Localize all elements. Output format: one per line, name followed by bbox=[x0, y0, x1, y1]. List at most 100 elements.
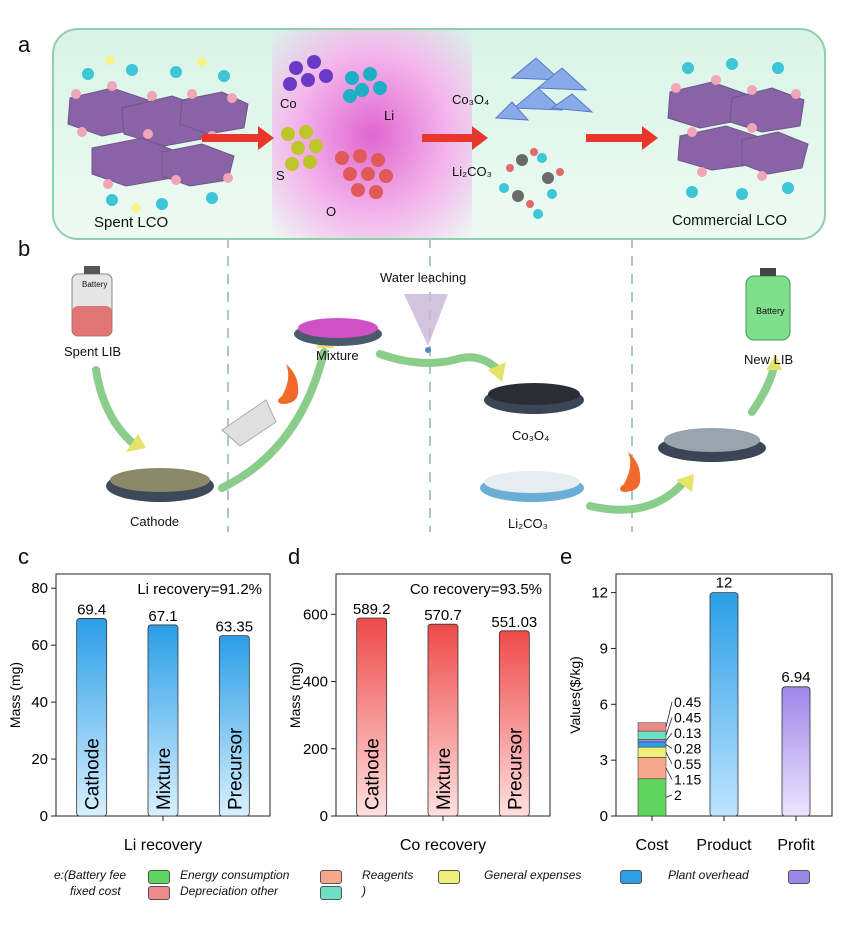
spent-lco-crystal bbox=[67, 55, 249, 213]
legend-label-general: General expenses bbox=[484, 868, 582, 882]
cathode-label: Cathode bbox=[130, 514, 180, 529]
y-tick-label-e-1: 3 bbox=[600, 752, 608, 769]
y-tick-label-c-0: 0 bbox=[40, 808, 48, 825]
legend-prefix: e:(Battery fee bbox=[54, 868, 127, 882]
bar-c-cathode bbox=[76, 618, 108, 817]
x-axis-label-c: Li recovery bbox=[124, 837, 202, 854]
li2co3-dish bbox=[480, 471, 584, 502]
legend-prefix-2: fixed cost bbox=[70, 884, 121, 898]
s-atom-label: S bbox=[276, 168, 285, 183]
final-dish bbox=[658, 428, 766, 462]
legend-label-reagents: Reagents bbox=[362, 868, 414, 882]
cost-leader-6 bbox=[665, 701, 673, 728]
co3o4-dish bbox=[484, 383, 584, 414]
o-atom-label: O bbox=[326, 204, 337, 219]
flame-icons bbox=[278, 364, 641, 492]
legend-swatch-overhead bbox=[620, 870, 642, 884]
li-atom-label: Li bbox=[384, 108, 395, 123]
bar-category-c-0: Cathode bbox=[83, 738, 104, 810]
cost-leader-4 bbox=[665, 732, 673, 741]
new-lib-label: New LIB bbox=[744, 352, 794, 367]
cost-segment-5 bbox=[637, 730, 667, 740]
spent-battery bbox=[71, 266, 113, 337]
cost-leader-2 bbox=[665, 752, 673, 765]
spent-lco-label: Spent LCO bbox=[94, 214, 169, 231]
cost-segment-1 bbox=[637, 757, 667, 780]
x-category-e-1: Product bbox=[696, 837, 752, 854]
panel-label-d: d bbox=[288, 544, 301, 569]
cost-segment-4 bbox=[637, 739, 667, 743]
y-tick-label-d-0: 0 bbox=[320, 808, 328, 825]
panel-label-e: e bbox=[560, 544, 573, 569]
y-tick-label-d-3: 600 bbox=[303, 606, 328, 623]
value-label-c-1: 67.1 bbox=[148, 608, 177, 625]
cost-value-label-5: 0.45 bbox=[674, 710, 701, 726]
crucible bbox=[221, 399, 277, 447]
panel-b-art bbox=[71, 238, 791, 532]
y-axis-label-c: Mass (mg) bbox=[7, 662, 23, 728]
co3o4-label-a: Co₃O₄ bbox=[452, 92, 490, 107]
cost-value-label-0: 2 bbox=[674, 787, 682, 803]
cost-segment-6 bbox=[637, 722, 667, 732]
cost-segment-2 bbox=[637, 746, 667, 758]
y-tick-label-c-1: 20 bbox=[31, 751, 48, 768]
panel-label-c: c bbox=[18, 544, 29, 569]
cost-value-label-6: 0.45 bbox=[674, 694, 701, 710]
y-tick-label-c-2: 40 bbox=[31, 694, 48, 711]
bar-d-precursor bbox=[498, 630, 530, 817]
cost-leader-1 bbox=[665, 767, 673, 780]
panel-a-art bbox=[67, 55, 809, 219]
cost-value-label-4: 0.13 bbox=[674, 725, 701, 741]
bar-category-c-1: Mixture bbox=[154, 748, 175, 810]
new-battery bbox=[745, 268, 791, 341]
y-tick-label-e-0: 0 bbox=[600, 808, 608, 825]
cost-value-label-2: 0.55 bbox=[674, 756, 701, 772]
value-label-profit: 6.94 bbox=[781, 669, 810, 686]
y-axis-label-e: Values($/kg) bbox=[567, 656, 583, 734]
y-tick-label-d-2: 400 bbox=[303, 674, 328, 691]
legend-swatch-purple bbox=[788, 870, 810, 884]
chart-economics: 03691221.150.550.280.130.450.45126.94Cos… bbox=[567, 573, 833, 854]
commercial-lco-label: Commercial LCO bbox=[672, 212, 788, 229]
legend-swatch-depreciation bbox=[148, 886, 170, 900]
bar-category-c-2: Precursor bbox=[225, 727, 246, 810]
spent-lib-label: Spent LIB bbox=[64, 344, 122, 359]
li2co3-structure bbox=[499, 148, 564, 219]
legend-label-depreciation: Depreciation other bbox=[180, 884, 279, 898]
annotation-d: Co recovery=93.5% bbox=[410, 581, 542, 598]
value-label-c-2: 63.35 bbox=[216, 619, 254, 636]
cost-segment-0 bbox=[637, 778, 667, 817]
mixture-label: Mixture bbox=[316, 348, 359, 363]
y-tick-label-c-3: 60 bbox=[31, 637, 48, 654]
cost-value-label-3: 0.28 bbox=[674, 741, 701, 757]
bar-category-d-1: Mixture bbox=[434, 748, 455, 810]
co3o4-label-b: Co₃O₄ bbox=[512, 428, 550, 443]
cost-leader-0 bbox=[665, 794, 673, 798]
cathode-dish bbox=[106, 468, 214, 502]
value-label-d-1: 570.7 bbox=[424, 607, 462, 624]
x-category-e-0: Cost bbox=[636, 837, 669, 854]
y-axis-label-d: Mass (mg) bbox=[287, 662, 303, 728]
battery-text-new: Battery bbox=[756, 306, 785, 316]
legend-swatch-general bbox=[438, 870, 460, 884]
li2co3-label-b: Li₂CO₃ bbox=[508, 516, 548, 531]
water-leaching-label: Water leaching bbox=[380, 270, 467, 285]
y-tick-label-c-4: 80 bbox=[31, 580, 48, 597]
bar-d-cathode bbox=[356, 617, 388, 817]
panel-label-a: a bbox=[18, 32, 31, 57]
legend-label-energy: Energy consumption bbox=[180, 868, 290, 882]
y-tick-label-e-4: 12 bbox=[591, 585, 608, 602]
value-label-d-2: 551.03 bbox=[491, 614, 537, 631]
legend-swatch-reagents bbox=[320, 870, 342, 884]
cost-segment-3 bbox=[637, 741, 667, 748]
li2co3-label-a: Li₂CO₃ bbox=[452, 164, 492, 179]
y-tick-label-d-1: 200 bbox=[303, 741, 328, 758]
mixture-dish bbox=[294, 318, 382, 346]
cost-leader-3 bbox=[665, 744, 673, 749]
cost-leader-5 bbox=[665, 717, 673, 736]
value-label-product: 12 bbox=[716, 575, 733, 592]
bar-category-d-2: Precursor bbox=[505, 727, 526, 810]
value-label-c-0: 69.4 bbox=[77, 601, 106, 618]
